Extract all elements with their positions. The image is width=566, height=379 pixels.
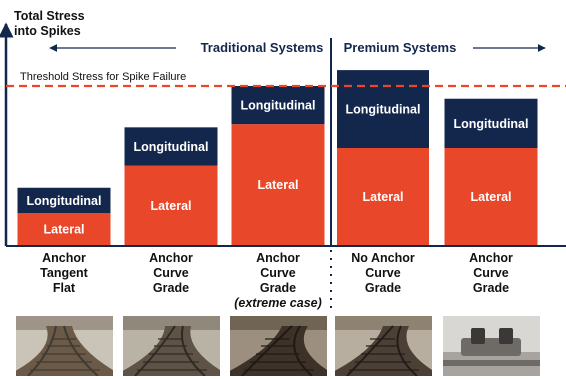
bar-label-lateral-3: Lateral	[363, 190, 404, 204]
bar-longitudinal-4	[444, 98, 538, 149]
bar-lateral-2	[231, 124, 325, 245]
bar-longitudinal-3	[337, 70, 429, 149]
y-axis-title: Total Stress into Spikes	[14, 9, 88, 38]
bar-label-longitudinal-0: Longitudinal	[27, 194, 102, 208]
bar-longitudinal-2	[231, 86, 325, 125]
curve-grade-track-photo	[123, 316, 220, 376]
bar-label-longitudinal-1: Longitudinal	[134, 140, 209, 154]
bar-label-lateral-1: Lateral	[151, 199, 192, 213]
threshold-label: Threshold Stress for Spike Failure	[20, 71, 186, 83]
bar-label-longitudinal-2: Longitudinal	[241, 99, 316, 113]
tangent-flat-track-photo	[16, 316, 113, 376]
bar-label-lateral-4: Lateral	[471, 190, 512, 204]
bar-lateral-0	[17, 213, 111, 245]
bar-longitudinal-1	[124, 127, 218, 166]
bar-label-lateral-2: Lateral	[258, 178, 299, 192]
traditional-group-label: Traditional Systems	[201, 40, 324, 55]
bar-longitudinal-0	[17, 187, 111, 214]
bar-label-longitudinal-4: Longitudinal	[454, 117, 529, 131]
bar-label-longitudinal-3: Longitudinal	[346, 103, 421, 117]
bar-label-lateral-0: Lateral	[44, 223, 85, 237]
bar-lateral-4	[444, 148, 538, 245]
bar-lateral-3	[337, 148, 429, 245]
premium-group-label: Premium Systems	[344, 40, 457, 55]
no-anchor-curve-track-photo	[335, 316, 432, 376]
bar-lateral-1	[124, 165, 218, 245]
anchor-closeup-photo	[443, 316, 540, 376]
extreme-curve-track-photo	[230, 316, 327, 376]
